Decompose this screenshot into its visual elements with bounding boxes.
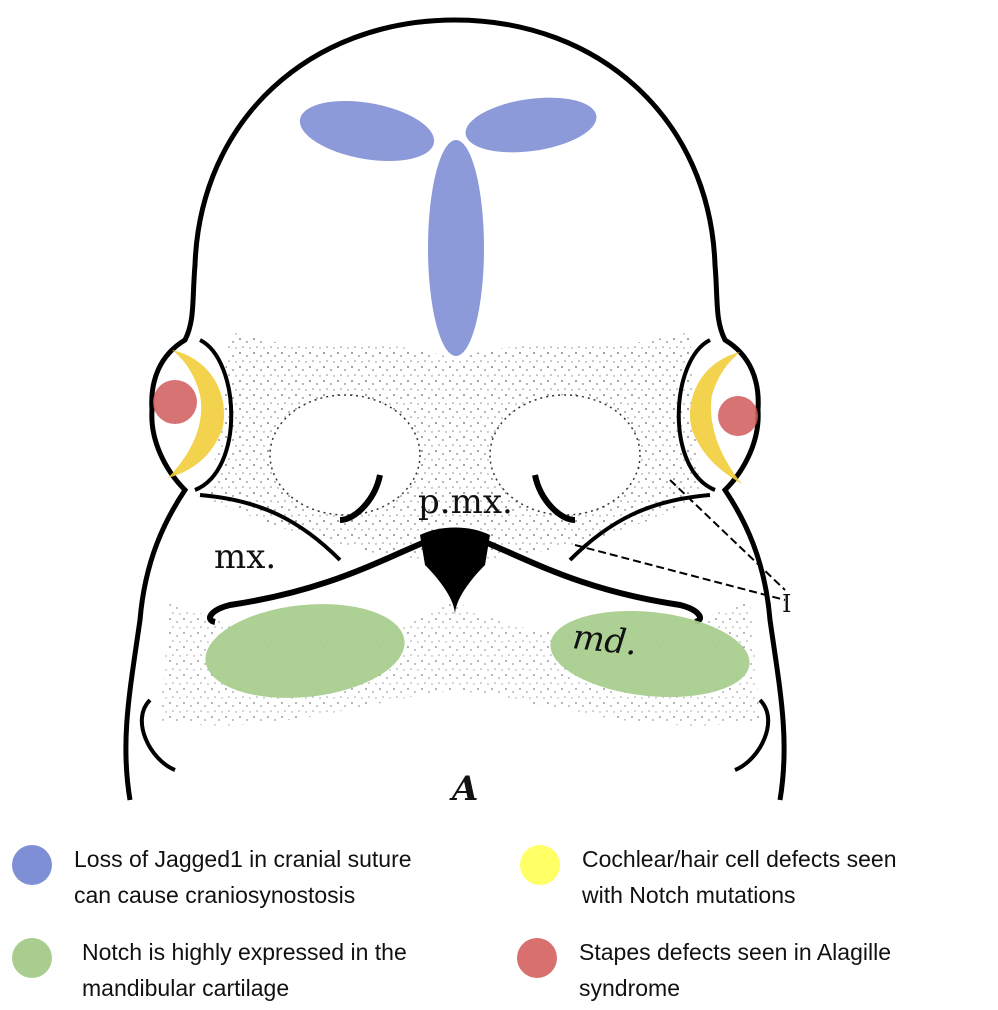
pointer-label: I <box>782 590 791 618</box>
legend-item-cartilage: Notch is highly expressed in the mandibu… <box>12 934 407 1006</box>
legend-stapes-line1: Stapes defects seen in Alagille <box>579 934 891 970</box>
panel-label: A <box>449 769 478 809</box>
right-stapes-circle <box>718 396 758 436</box>
legend-cochlea-line1: Cochlear/hair cell defects seen <box>582 841 897 877</box>
left-nasal-capsule <box>270 395 420 515</box>
suture-middle-ellipse <box>428 140 484 356</box>
legend-item-suture: Loss of Jagged1 in cranial suture can ca… <box>12 841 412 913</box>
legend-cochlea-line2: with Notch mutations <box>582 877 897 913</box>
legend-item-stapes: Stapes defects seen in Alagille syndrome <box>517 934 891 1006</box>
legend-stapes-line2: syndrome <box>579 970 891 1006</box>
legend-cartilage-line2: mandibular cartilage <box>82 970 407 1006</box>
legend-suture-line2: can cause craniosynostosis <box>74 877 412 913</box>
maxilla-label: mx. <box>214 537 276 577</box>
red-dot-icon <box>517 938 557 978</box>
yellow-dot-icon <box>520 845 560 885</box>
legend-item-cochlea: Cochlear/hair cell defects seen with Not… <box>520 841 897 913</box>
green-dot-icon <box>12 938 52 978</box>
legend-cartilage-line1: Notch is highly expressed in the <box>82 934 407 970</box>
legend-suture-line1: Loss of Jagged1 in cranial suture <box>74 841 412 877</box>
blue-dot-icon <box>12 845 52 885</box>
left-stapes-circle <box>153 380 197 424</box>
premaxilla-label: p.mx. <box>418 482 513 522</box>
mandible-label: md. <box>571 617 640 664</box>
skull-diagram: p.mx. mx. md. I A <box>0 0 998 810</box>
